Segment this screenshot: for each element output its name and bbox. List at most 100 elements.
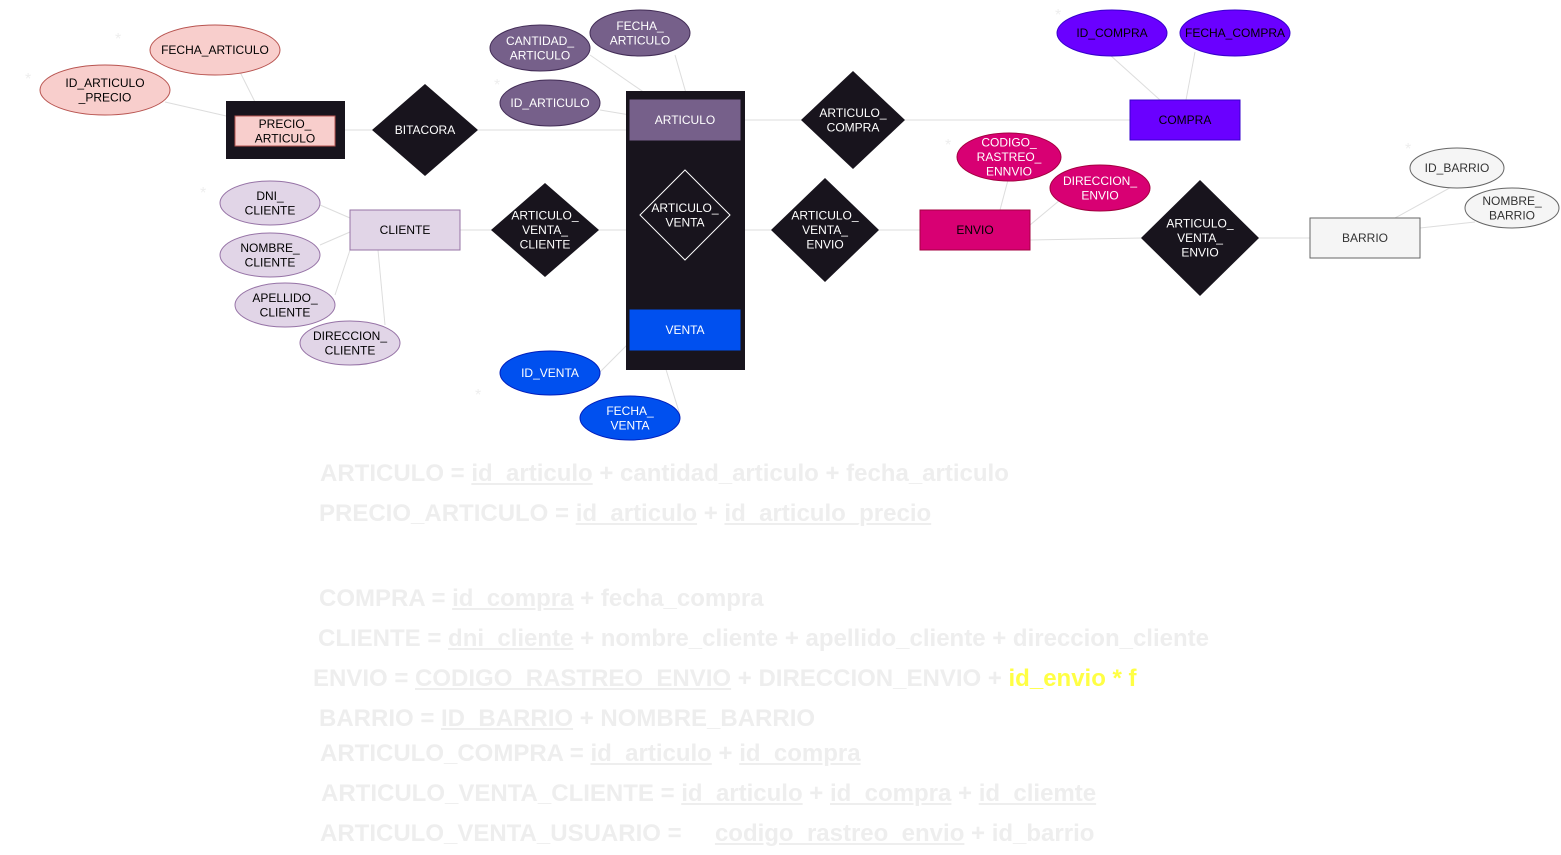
attribute-nombre-barrio[interactable]: NOMBRE_BARRIO <box>1464 187 1560 229</box>
attribute-id-barrio-label: ID_BARRIO <box>1425 161 1490 175</box>
relationship-articulo-venta[interactable]: ARTICULO_VENTA <box>639 169 731 261</box>
formula-articulo-compra: ARTICULO_COMPRA = id_articulo + id_compr… <box>320 740 861 768</box>
attribute-apellido-cliente-label: APELLIDO_CLIENTE <box>252 291 318 320</box>
entity-barrio[interactable]: BARRIO <box>1309 217 1421 259</box>
formula-articulo-venta-usuario-key: codigo_rastreo_envio <box>714 820 965 847</box>
relationship-bitacora-label: BITACORA <box>395 123 455 137</box>
label-line: BARRIO <box>1342 231 1388 245</box>
label-line: ARTICULO_ <box>819 106 886 120</box>
entity-articulo[interactable]: ARTICULO <box>629 99 741 141</box>
attribute-fecha-articulo-precio[interactable]: FECHA_ARTICULO <box>149 24 281 76</box>
attribute-id-articulo-precio-label: ID_ARTICULO_PRECIO <box>65 76 144 105</box>
label-line: FECHA_ARTICULO <box>161 43 269 57</box>
attribute-id-articulo[interactable]: ID_ARTICULO <box>499 79 601 127</box>
attribute-fecha-articulo[interactable]: FECHA_ARTICULO <box>589 9 691 57</box>
label-line: CLIENTE <box>325 343 376 357</box>
attribute-codigo-rastreo[interactable]: CODIGO_RASTREO_ENNVIO <box>956 132 1062 182</box>
entity-venta[interactable]: VENTA <box>629 309 741 351</box>
formula-articulo-venta-cliente-mid: + <box>802 780 830 807</box>
attribute-direccion-envio[interactable]: DIRECCION_ENVIO <box>1049 164 1151 212</box>
entity-cliente[interactable]: CLIENTE <box>349 209 461 251</box>
attribute-nombre-barrio-label: NOMBRE_BARRIO <box>1482 194 1542 223</box>
key-marker: * <box>1055 7 1061 24</box>
label-line: ARTICULO_ <box>511 209 578 223</box>
label-line: VENTA <box>665 215 704 229</box>
formula-articulo-compra-mid: + <box>711 740 740 767</box>
label-line: ID_COMPRA <box>1076 26 1147 40</box>
label-line: VENTA_ <box>802 223 848 237</box>
label-line: CLIENTE <box>380 223 431 237</box>
attribute-id-compra-label: ID_COMPRA <box>1076 26 1147 40</box>
attribute-id-venta[interactable]: ID_VENTA <box>499 350 601 396</box>
attribute-cantidad-articulo-label: CANTIDAD_ARTICULO <box>506 34 574 63</box>
attribute-id-articulo-label: ID_ARTICULO <box>510 96 589 110</box>
formula-articulo-venta-cliente-key3: id_cliemte <box>978 780 1097 807</box>
label-line: BITACORA <box>395 123 455 137</box>
label-line: CLIENTE <box>245 255 296 269</box>
attribute-cantidad-articulo[interactable]: CANTIDAD_ARTICULO <box>489 24 591 72</box>
attribute-id-compra[interactable]: ID_COMPRA <box>1056 9 1168 57</box>
attribute-fecha-venta[interactable]: FECHA_VENTA <box>579 395 681 441</box>
relationship-bitacora[interactable]: BITACORA <box>372 84 478 176</box>
label-line: PRECIO_ <box>259 117 312 131</box>
label-line: ENVIO <box>956 223 993 237</box>
entity-envio-label: ENVIO <box>956 223 993 237</box>
attribute-direccion-cliente[interactable]: DIRECCION_CLIENTE <box>299 320 401 366</box>
attribute-apellido-cliente[interactable]: APELLIDO_CLIENTE <box>234 282 336 328</box>
formula-articulo-key: id_articulo <box>471 460 593 487</box>
label-line: COMPRA <box>827 120 880 134</box>
label-line: CLIENTE <box>260 305 311 319</box>
formula-precio-articulo-key: id_articulo <box>575 500 698 527</box>
label-line: ARTICULO_ <box>651 201 718 215</box>
label-line: _PRECIO <box>78 90 132 104</box>
attribute-fecha-compra[interactable]: FECHA_COMPRA <box>1179 9 1291 57</box>
attribute-id-articulo-precio[interactable]: ID_ARTICULO_PRECIO <box>39 64 171 116</box>
label-line: ID_ARTICULO <box>65 76 144 90</box>
formula-articulo-compra-key2: id_compra <box>739 740 861 767</box>
entity-compra[interactable]: COMPRA <box>1129 99 1241 141</box>
formula-cliente-prefix: CLIENTE = <box>318 625 449 652</box>
formula-articulo-compra-prefix: ARTICULO_COMPRA = <box>320 740 591 767</box>
relationship-articulo-venta-envio[interactable]: ARTICULO_VENTA_ENVIO <box>771 178 879 282</box>
attribute-codigo-rastreo-label: CODIGO_RASTREO_ENNVIO <box>977 136 1042 179</box>
label-line: FECHA_COMPRA <box>1185 26 1285 40</box>
label-line: ARTICULO <box>510 48 570 62</box>
label-line: ENVIO <box>806 238 843 252</box>
label-line: ID_ARTICULO <box>510 96 589 110</box>
attribute-dni-cliente[interactable]: DNI_CLIENTE <box>219 180 321 226</box>
label-line: ARTICULO <box>610 33 670 47</box>
formula-articulo-venta-cliente-mid2: + <box>951 780 979 807</box>
entity-compra-label: COMPRA <box>1159 113 1212 127</box>
label-line: RASTREO_ <box>977 150 1042 164</box>
label-line: VENTA <box>610 418 649 432</box>
key-markers: * * * * * * * * <box>25 7 1411 404</box>
attribute-nombre-cliente[interactable]: NOMBRE_CLIENTE <box>219 232 321 278</box>
key-marker: * <box>1405 141 1411 158</box>
entity-precio-articulo[interactable]: PRECIO_ARTICULO <box>234 115 336 147</box>
formula-articulo-venta-usuario-gap <box>688 820 715 847</box>
formula-compra: COMPRA = id_compra + fecha_compra <box>319 585 764 613</box>
attribute-fecha-compra-label: FECHA_COMPRA <box>1185 26 1285 40</box>
formula-barrio-prefix: BARRIO = <box>319 705 442 732</box>
formula-envio-highlight: id_envio * f <box>1008 665 1137 692</box>
relationship-articulo-compra[interactable]: ARTICULO_COMPRA <box>801 71 905 169</box>
key-marker: * <box>115 31 121 48</box>
formula-cliente: CLIENTE = dni_cliente + nombre_cliente +… <box>318 625 1209 653</box>
formula-envio-key: CODIGO_RASTREO_ENVIO <box>415 665 732 692</box>
label-line: CLIENTE <box>520 238 571 252</box>
relationship-articulo-venta-cliente[interactable]: ARTICULO_VENTA_CLIENTE <box>491 183 599 277</box>
entity-envio[interactable]: ENVIO <box>919 209 1031 251</box>
label-line: ARTICULO_ <box>791 209 858 223</box>
formula-articulo-prefix: ARTICULO = <box>320 460 472 487</box>
label-line: ID_VENTA <box>521 366 579 380</box>
label-line: ARTICULO_ <box>1166 217 1233 231</box>
attribute-direccion-envio-label: DIRECCION_ENVIO <box>1063 174 1137 203</box>
attribute-id-barrio[interactable]: ID_BARRIO <box>1409 147 1505 189</box>
key-marker: * <box>494 77 500 94</box>
formula-articulo-venta-usuario: ARTICULO_VENTA_USUARIO = codigo_rastreo_… <box>320 820 1094 848</box>
formula-envio: ENVIO = CODIGO_RASTREO_ENVIO + DIRECCION… <box>313 665 1137 693</box>
relationship-articulo-venta-envio-barrio[interactable]: ARTICULO_VENTA_ENVIO <box>1141 180 1259 296</box>
formula-compra-key: id_compra <box>452 585 574 612</box>
label-line: DIRECCION_ <box>313 329 387 343</box>
label-line: CLIENTE <box>245 203 296 217</box>
